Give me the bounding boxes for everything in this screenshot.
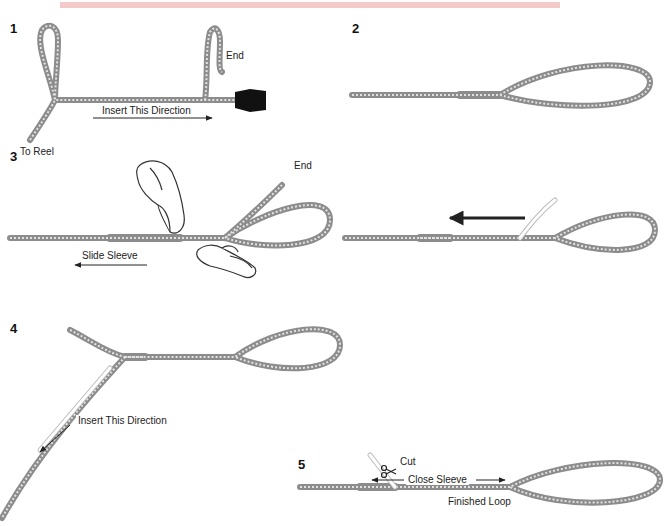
direction-label: Close Sleeve — [406, 474, 469, 485]
fid-needle — [235, 89, 266, 112]
braided-line — [2, 26, 660, 518]
reel-label: To Reel — [18, 146, 56, 157]
direction-arrow — [372, 480, 404, 481]
hands — [137, 161, 256, 277]
braid-texture — [345, 214, 655, 249]
direction-label: Insert This Direction — [76, 415, 169, 426]
direction-arrow — [93, 118, 212, 119]
braid-texture — [360, 486, 395, 488]
scissors — [382, 466, 397, 478]
braid-texture — [225, 185, 282, 238]
braid-texture — [110, 237, 180, 239]
step-number: 3 — [8, 150, 19, 164]
end-label: End — [292, 160, 314, 171]
step-number: 5 — [296, 458, 307, 472]
braid-texture — [70, 329, 340, 368]
line-end-ghost — [40, 368, 110, 450]
cut-end-ghost — [370, 455, 395, 487]
line-end-ghost — [520, 200, 555, 238]
braid-texture — [460, 94, 500, 96]
braid-texture — [352, 65, 650, 105]
step-number: 4 — [8, 322, 19, 336]
line-end-ghost — [40, 368, 110, 450]
cut-label: Cut — [398, 456, 418, 467]
direction-label: Slide Sleeve — [80, 250, 140, 261]
direction-arrow — [450, 217, 525, 220]
cut-end-ghost — [370, 455, 395, 487]
braid-texture — [30, 26, 235, 140]
braid-texture — [125, 356, 145, 358]
end-label: End — [224, 50, 246, 61]
heading-band — [60, 2, 560, 8]
braid-texture — [2, 357, 125, 518]
caption-label: Finished Loop — [446, 496, 513, 507]
line-end-ghost — [520, 200, 555, 238]
direction-arrow — [40, 425, 70, 452]
direction-arrow — [75, 265, 147, 266]
step-number: 2 — [350, 22, 361, 36]
braid-texture — [420, 237, 450, 239]
direction-label: Insert This Direction — [100, 105, 193, 116]
direction-arrow — [476, 480, 505, 481]
braid-texture — [205, 28, 222, 100]
step-number: 1 — [8, 22, 19, 36]
